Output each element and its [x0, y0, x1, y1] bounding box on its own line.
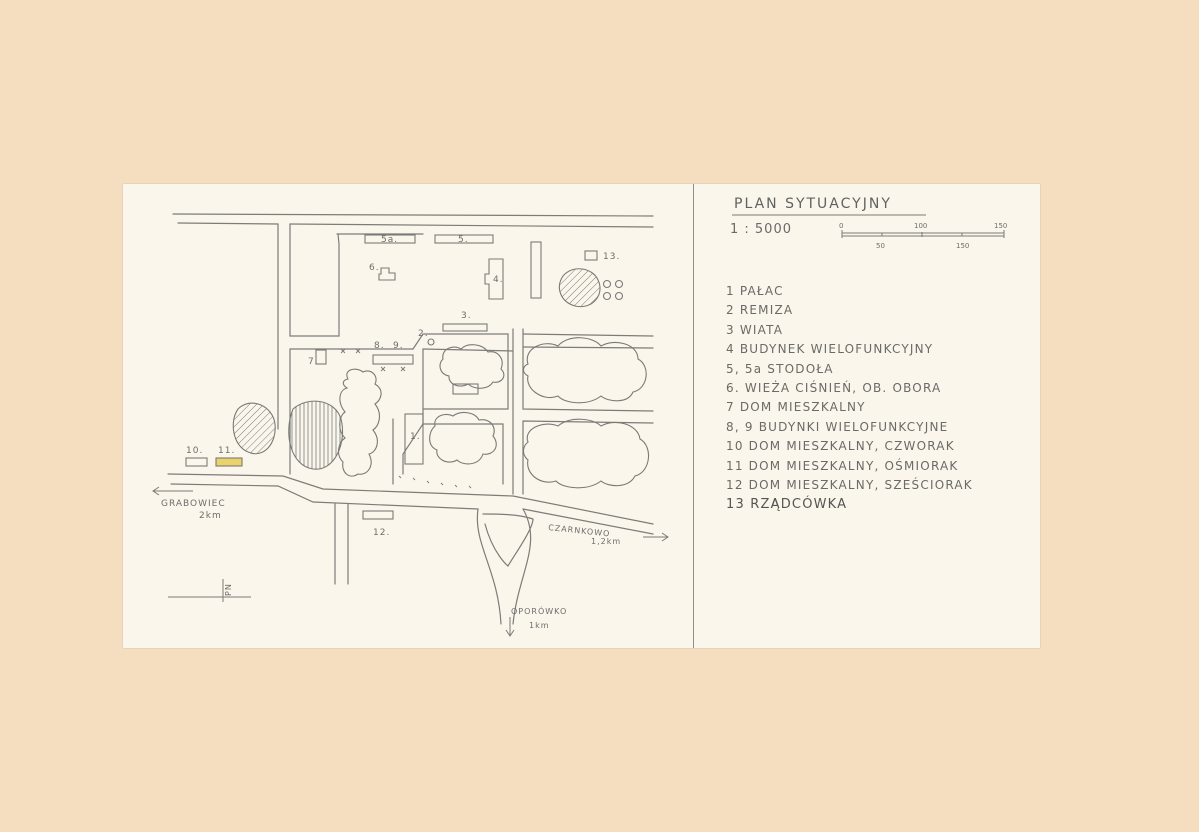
label-3: 3.	[461, 311, 472, 321]
road-fence-line	[289, 348, 394, 485]
legend-item: 6. WIEŻA CIŚNIEŃ, OB. OBORA	[726, 381, 942, 396]
legend-item: 10 DOM MIESZKALNY, CZWORAK	[726, 439, 955, 454]
arrow-south	[505, 617, 515, 637]
tree-dot-4	[614, 291, 624, 301]
label-4: 4.	[493, 275, 504, 285]
building-2	[427, 338, 435, 346]
road-to-12	[334, 503, 349, 585]
building-3	[442, 323, 488, 332]
building-12	[362, 510, 394, 520]
legend-title: PLAN SYTUACYJNY	[734, 196, 892, 212]
legend-item: 2 REMIZA	[726, 303, 794, 318]
hatched-pond-north	[558, 268, 601, 308]
label-9: 9.	[393, 341, 404, 351]
scale-tick-150-bottom: 150	[956, 242, 969, 250]
building-13	[584, 250, 598, 261]
arrow-west	[152, 486, 193, 496]
building-5a	[364, 234, 416, 244]
legend-item: 12 DOM MIESZKALNY, SZEŚCIORAK	[726, 478, 973, 493]
scale-ratio: 1 : 5000	[730, 222, 792, 237]
direction-east-distance: 1,2km	[591, 537, 621, 546]
legend-item: 3 WIATA	[726, 322, 784, 337]
scale-tick-100: 100	[914, 222, 927, 230]
building-7	[315, 349, 327, 365]
road-south-main	[167, 473, 654, 525]
north-arrow	[168, 579, 251, 602]
direction-west-distance: 2km	[199, 511, 222, 521]
road-inner	[422, 348, 504, 485]
panel-divider	[693, 184, 694, 648]
direction-south-distance: 1km	[529, 621, 550, 630]
label-12: 12.	[373, 528, 390, 538]
label-2: 2.	[418, 329, 429, 339]
label-13: 13.	[603, 252, 620, 262]
legend-list: 1 PAŁAC 2 REMIZA 3 WIATA 4 BUDYNEK WIELO…	[726, 282, 973, 515]
road-middle	[289, 333, 654, 352]
legend-item: 5, 5a STODOŁA	[726, 361, 834, 376]
road-south-main-2	[170, 483, 654, 535]
tree-cluster-east-south	[522, 418, 649, 489]
scale-bar: 0 100 150 50 150	[839, 222, 1007, 250]
label-5a: 5a.	[381, 235, 398, 245]
yard-boundary	[402, 333, 509, 475]
scale-tick-150-top: 150	[994, 222, 1007, 230]
hatched-pond-west	[232, 402, 276, 455]
hatched-field	[288, 400, 343, 470]
building-1	[404, 413, 424, 465]
direction-west-town: GRABOWIEC	[161, 499, 226, 509]
tree-belt-west	[337, 368, 382, 477]
label-8: 8.	[374, 341, 385, 351]
label-11: 11.	[218, 446, 235, 456]
label-6: 6.	[369, 263, 380, 273]
legend-item: 13 RZĄDCÓWKA	[726, 497, 848, 513]
site-map: 5a. 5. 6. 4. 13. 3. 2. 7. 8. 9. 1. 10. 1…	[123, 184, 693, 648]
title-underline	[732, 214, 926, 216]
legend: PLAN SYTUACYJNY 1 : 5000 0 100 150 5	[694, 184, 1040, 648]
building-5	[434, 234, 494, 244]
label-10: 10.	[186, 446, 203, 456]
scale-tick-50: 50	[876, 242, 885, 250]
site-map-drawing: 5a. 5. 6. 4. 13. 3. 2. 7. 8. 9. 1. 10. 1…	[152, 213, 669, 637]
building-8-9	[372, 354, 414, 365]
tree-dot-2	[614, 279, 624, 289]
direction-south-town: OPORÓWKO	[511, 605, 567, 616]
legend-item: 4 BUDYNEK WIELOFUNKCYJNY	[726, 342, 934, 357]
fence-marks	[340, 348, 472, 489]
building-11	[215, 457, 243, 467]
building-4	[484, 258, 504, 300]
scale-tick-0: 0	[839, 222, 843, 230]
tree-dot-1	[602, 279, 612, 289]
road-west-2	[289, 223, 340, 337]
arrow-east	[643, 532, 669, 542]
building-10	[185, 457, 208, 467]
tree-cluster-yard	[439, 344, 505, 389]
road-east-wedge	[512, 328, 654, 495]
label-1: 1.	[410, 432, 421, 442]
legend-item: 11 DOM MIESZKALNY, OŚMIORAK	[726, 458, 959, 473]
road-north-inner	[177, 222, 654, 228]
road-north	[172, 213, 654, 217]
north-label: PN	[224, 583, 233, 596]
label-7: 7.	[308, 357, 319, 367]
label-5: 5.	[458, 235, 469, 245]
legend-item: 8, 9 BUDYNKI WIELOFUNKCYJNE	[726, 419, 949, 434]
small-building-yard	[452, 383, 479, 395]
legend-item: 7 DOM MIESZKALNY	[726, 400, 866, 415]
tree-dot-3	[602, 291, 612, 301]
drawing-sheet: 5a. 5. 6. 4. 13. 3. 2. 7. 8. 9. 1. 10. 1…	[123, 184, 1040, 648]
building-6	[378, 267, 396, 281]
road-roundabout	[476, 508, 534, 625]
building-long-north	[530, 241, 542, 299]
tree-cluster-east-north	[522, 337, 647, 404]
tree-cluster-central	[429, 411, 497, 465]
legend-item: 1 PAŁAC	[726, 284, 784, 298]
